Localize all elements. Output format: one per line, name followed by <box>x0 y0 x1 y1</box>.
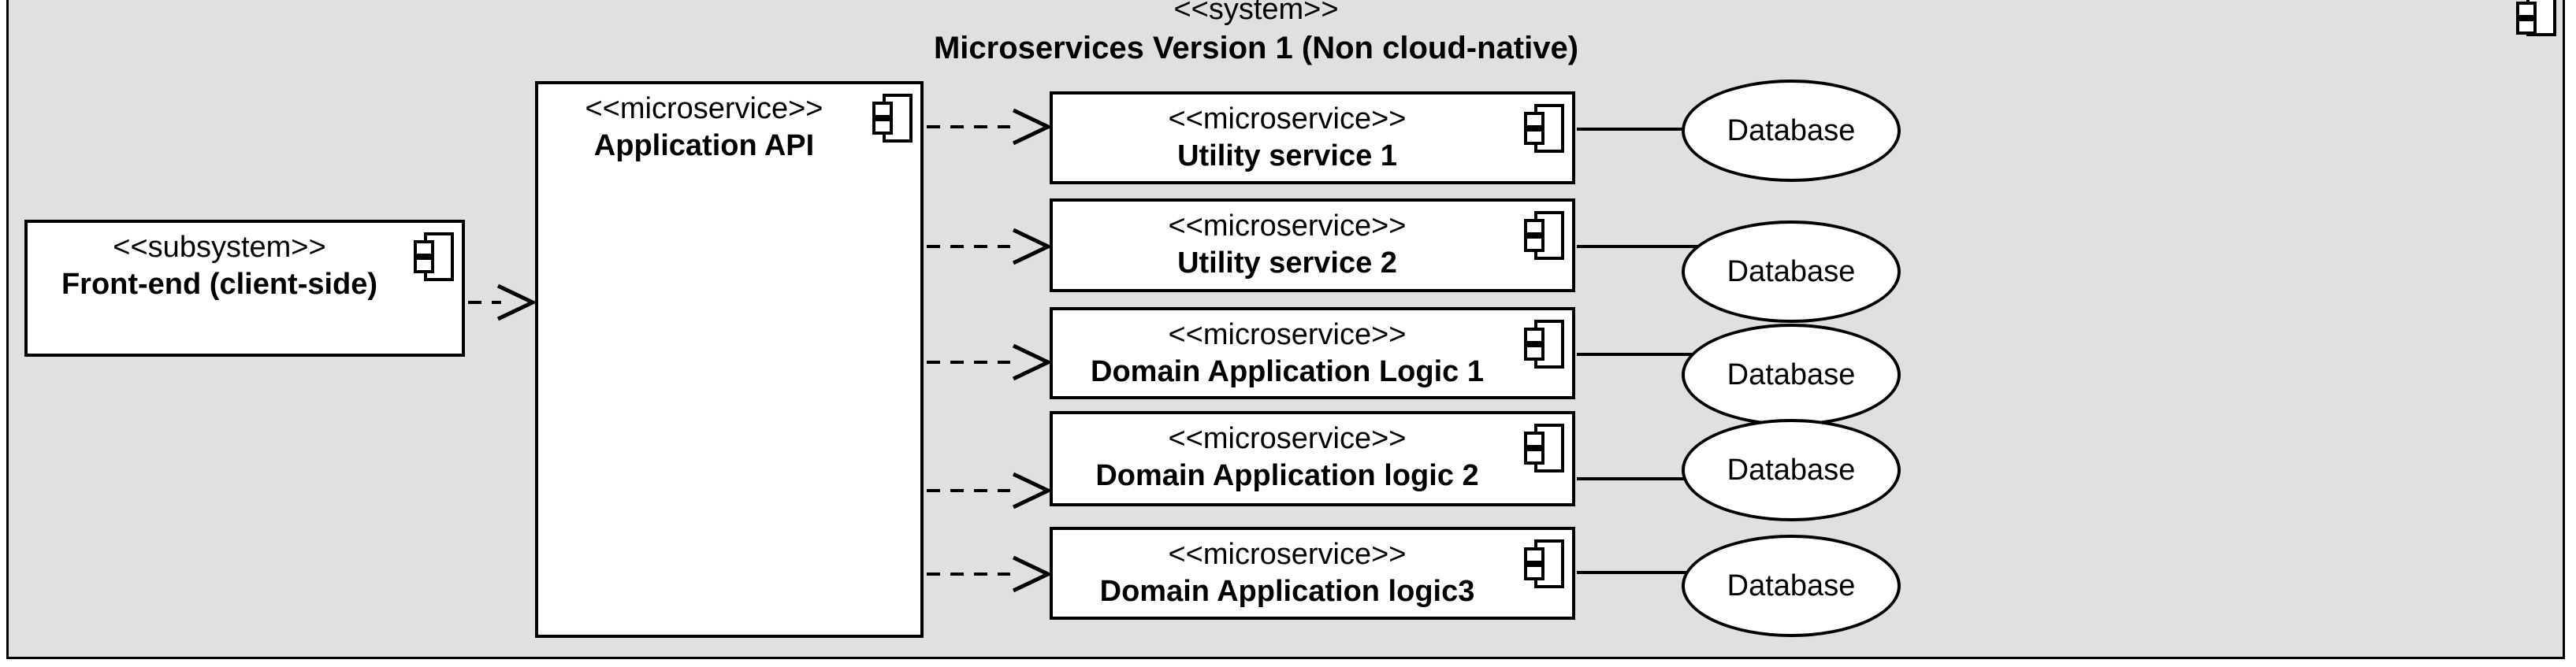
component-icon-tab <box>1524 448 1544 465</box>
node-frontend: <<subsystem>> Front-end (client-side) <box>24 220 465 357</box>
api-name: Application API <box>593 129 815 162</box>
service-name: Domain Application logic 2 <box>1095 459 1479 492</box>
service-stereotype: <<microservice>> <box>1168 538 1407 571</box>
service-text: <<microservice>> Domain Application logi… <box>1053 414 1572 495</box>
api-text: <<microservice>> Application API <box>538 84 920 165</box>
service-text: <<microservice>> Domain Application logi… <box>1053 530 1572 610</box>
database-label: Database <box>1727 358 1856 391</box>
database-label: Database <box>1727 113 1856 147</box>
component-icon-tab <box>1524 432 1544 448</box>
component-icon-tab <box>1524 547 1544 564</box>
component-icon-service-1 <box>1524 104 1564 153</box>
database-label: Database <box>1727 453 1856 487</box>
arrow-frontend-to-api <box>468 283 537 321</box>
node-utility-service-2: <<microservice>> Utility service 2 <box>1050 198 1575 292</box>
node-domain-logic-1: <<microservice>> Domain Application Logi… <box>1050 307 1575 399</box>
node-utility-service-1: <<microservice>> Utility service 1 <box>1050 91 1575 184</box>
arrow-api-to-domain-logic-3 <box>927 555 1053 593</box>
service-stereotype: <<microservice>> <box>1168 209 1407 243</box>
component-icon-tab <box>1524 328 1544 344</box>
component-icon-tab <box>414 240 434 257</box>
service-name: Utility service 1 <box>1177 139 1397 172</box>
component-icon-api <box>872 94 913 143</box>
component-icon-frontend <box>414 232 454 281</box>
component-icon-tab <box>2516 2 2537 18</box>
component-icon-tab <box>1524 564 1544 580</box>
component-icon-service-2 <box>1524 211 1564 260</box>
database-3: Database <box>1682 324 1901 426</box>
component-icon-tab <box>1524 344 1544 361</box>
service-stereotype: <<microservice>> <box>1168 102 1407 135</box>
service-name: Domain Application Logic 1 <box>1091 355 1484 388</box>
component-icon-tab <box>1524 112 1544 128</box>
component-icon-tab <box>872 102 893 118</box>
database-label: Database <box>1727 569 1856 602</box>
component-icon-tab <box>1524 128 1544 145</box>
system-title: <<system>> Microservices Version 1 (Non … <box>934 0 1578 68</box>
component-icon-tab <box>1524 219 1544 235</box>
component-icon-system <box>2516 0 2556 36</box>
frontend-stereotype: <<subsystem>> <box>113 231 326 264</box>
database-5: Database <box>1682 535 1901 637</box>
service-text: <<microservice>> Utility service 2 <box>1053 202 1572 282</box>
component-icon-tab <box>2516 18 2537 35</box>
service-name: Utility service 2 <box>1177 246 1397 280</box>
system-stereotype: <<system>> <box>1173 0 1339 26</box>
service-stereotype: <<microservice>> <box>1168 422 1407 455</box>
arrow-api-to-utility-service-2 <box>927 228 1053 265</box>
component-icon-tab <box>1524 235 1544 252</box>
node-domain-logic-3: <<microservice>> Domain Application logi… <box>1050 527 1575 620</box>
node-application-api: <<microservice>> Application API <box>535 81 924 638</box>
arrow-api-to-domain-logic-1 <box>927 343 1053 381</box>
database-1: Database <box>1682 80 1901 182</box>
component-icon-service-3 <box>1524 320 1564 369</box>
component-icon-service-4 <box>1524 424 1564 472</box>
node-domain-logic-2: <<microservice>> Domain Application logi… <box>1050 411 1575 506</box>
service-name: Domain Application logic3 <box>1099 575 1475 608</box>
component-icon-tab <box>872 118 893 135</box>
component-icon-service-5 <box>1524 539 1564 588</box>
service-stereotype: <<microservice>> <box>1168 318 1407 351</box>
frontend-name: Front-end (client-side) <box>61 268 378 301</box>
database-label: Database <box>1727 254 1856 288</box>
component-icon-tab <box>414 257 434 273</box>
api-stereotype: <<microservice>> <box>585 92 823 125</box>
arrow-api-to-domain-logic-2 <box>927 472 1053 510</box>
frontend-text: <<subsystem>> Front-end (client-side) <box>28 223 462 303</box>
system-name: Microservices Version 1 (Non cloud-nativ… <box>933 31 1579 65</box>
service-text: <<microservice>> Domain Application Logi… <box>1053 310 1572 391</box>
service-text: <<microservice>> Utility service 1 <box>1053 94 1572 175</box>
database-4: Database <box>1682 419 1901 521</box>
database-2: Database <box>1682 220 1901 323</box>
arrow-api-to-utility-service-1 <box>927 108 1053 146</box>
